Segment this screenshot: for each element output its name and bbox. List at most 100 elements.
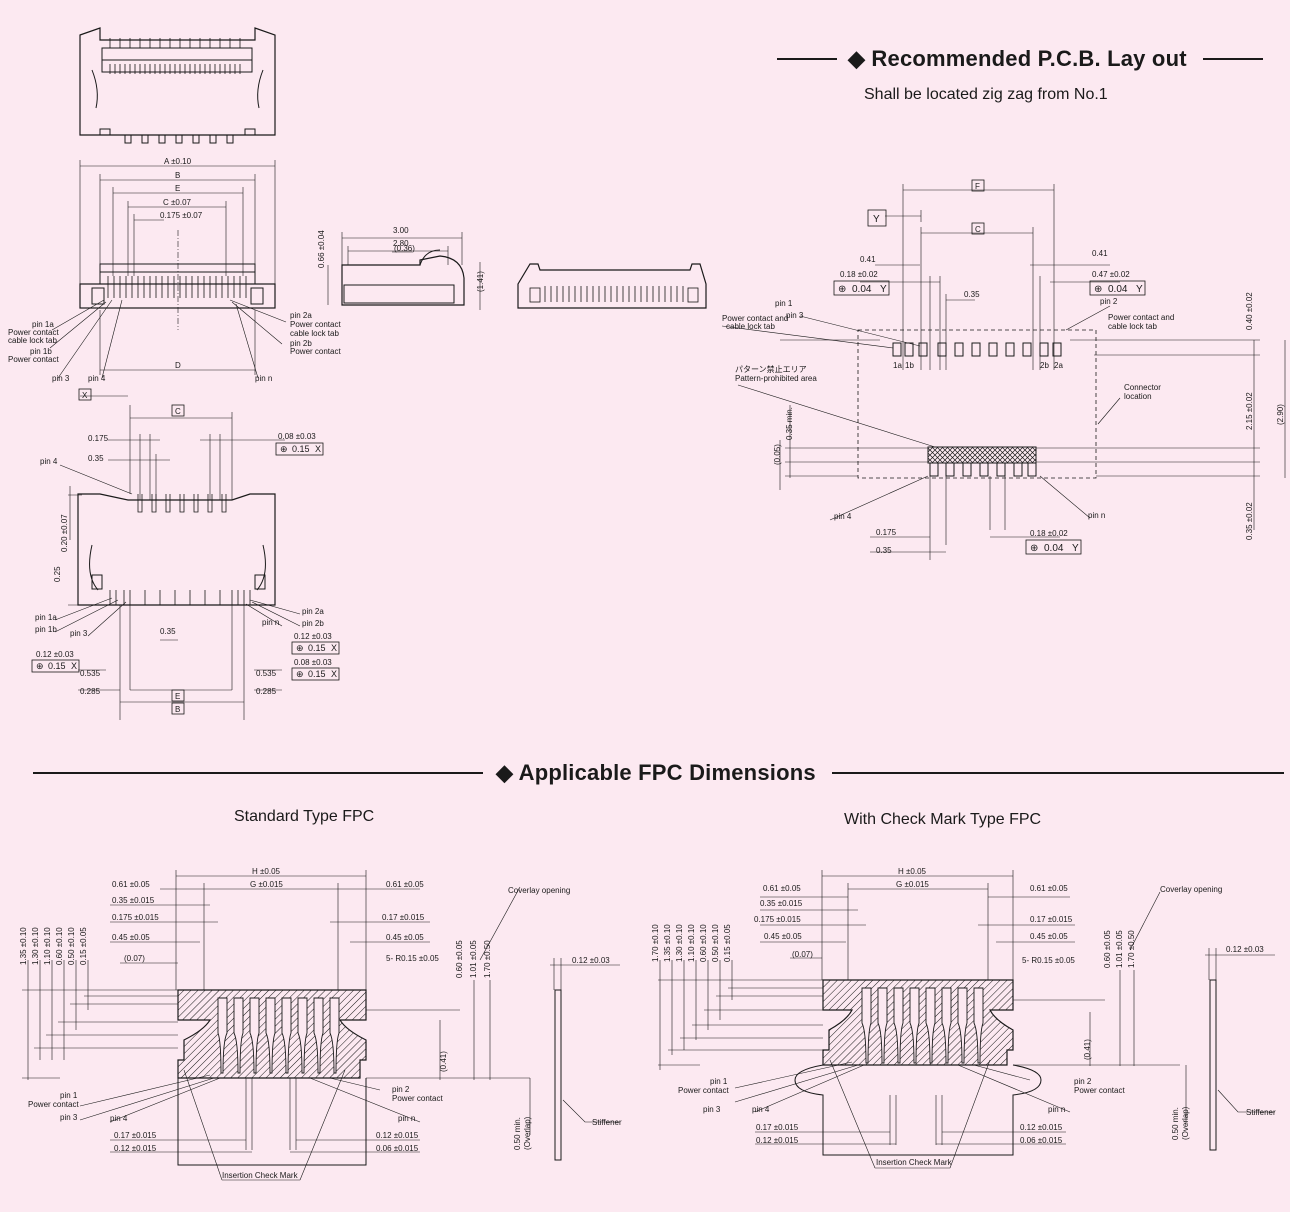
fpcc-v050: 0.50 ±0.10 xyxy=(711,924,720,962)
fpcs-br012: 0.12 ±0.015 xyxy=(376,1131,419,1140)
bv-r0285: 0.285 xyxy=(256,687,277,696)
pcb-lab-1a: 1a xyxy=(893,361,902,370)
bv-toll-pos: 0.15 xyxy=(48,661,66,671)
bv-tolr1-pos: 0.15 xyxy=(308,643,326,653)
fpc-title-rule-left xyxy=(33,772,483,774)
bv-pin4: pin 4 xyxy=(40,457,58,466)
fpcs-h: H ±0.05 xyxy=(252,867,281,876)
pcb-prohib-jp: パターン禁止エリア xyxy=(735,364,807,374)
pcb-041-right: 0.41 xyxy=(1092,249,1108,258)
dim-pitch: 0.175 ±0.07 xyxy=(160,211,203,220)
pcb-tol-right: 0.47 ±0.02 xyxy=(1092,270,1130,279)
connector-front-view xyxy=(49,160,287,379)
fpcc-g: G ±0.015 xyxy=(896,880,929,889)
fpcs-v050: 0.50 ±0.10 xyxy=(67,927,76,965)
bv-tol1: 0.08 ±0.03 xyxy=(278,432,316,441)
fpcs-overlap1: 0.50 min. xyxy=(513,1117,522,1150)
pcb-lab-2b: 2b xyxy=(1040,361,1049,370)
side-w3: (0.36) xyxy=(394,244,415,253)
bv-tol1-pos: 0.15 xyxy=(292,444,310,454)
fpcs-b012: 0.12 ±0.015 xyxy=(114,1144,157,1153)
bv-tolr2-icon: ⊕ xyxy=(296,669,304,679)
pcb-v035: 0.35 ±0.02 xyxy=(1245,502,1254,540)
fpcs-pin1: pin 1 xyxy=(60,1091,78,1100)
pcb-b035: 0.35 xyxy=(876,546,892,555)
dim-a: A ±0.10 xyxy=(164,157,192,166)
label-pin1a-desc2: cable lock tab xyxy=(8,336,57,345)
fpcc-pin3: pin 3 xyxy=(703,1105,721,1114)
fpc-title-rule-right xyxy=(832,772,1284,774)
pcb-pin3: pin 3 xyxy=(786,311,804,320)
fpcc-pin4: pin 4 xyxy=(752,1105,770,1114)
fpcs-t012: 0.12 ±0.03 xyxy=(572,956,610,965)
pcb-layout xyxy=(721,184,1286,560)
fpcc-rv170: 1.70 ±0.50 xyxy=(1127,930,1136,968)
fpcc-pin1: pin 1 xyxy=(710,1077,728,1086)
label-pin2a-desc1: Power contact xyxy=(290,320,341,329)
pcb-lab-2a: 2a xyxy=(1054,361,1063,370)
pcb-pc-left1: Power contact and xyxy=(722,314,788,323)
pcb-tol-left: 0.18 ±0.02 xyxy=(840,270,878,279)
fpc-checkmark-title: With Check Mark Type FPC xyxy=(844,811,1042,828)
fpcs-rv101: 1.01 ±0.05 xyxy=(469,940,478,978)
dim-b: B xyxy=(175,171,180,180)
fpcs-rv170: 1.70 ±0.50 xyxy=(483,940,492,978)
connector-side-view xyxy=(327,232,481,310)
fpcc-br012: 0.12 ±0.015 xyxy=(1020,1123,1063,1132)
fpcs-l007: (0.07) xyxy=(124,954,145,963)
pcb-pc-right2: cable lock tab xyxy=(1108,322,1157,331)
bv-l0285: 0.285 xyxy=(80,687,101,696)
fpcs-stiffener: Stiffener xyxy=(592,1118,622,1127)
label-pin4: pin 4 xyxy=(88,374,106,383)
pcb-tol-left-icon: ⊕ xyxy=(838,284,846,295)
bv-pin2a: pin 2a xyxy=(302,607,324,616)
pcb-035: 0.35 xyxy=(964,290,980,299)
fpc-standard-drawing xyxy=(22,870,620,1181)
pcb-tol-right-ref: Y xyxy=(1136,284,1143,295)
fpcc-pinn: pin n xyxy=(1048,1105,1065,1114)
fpcs-l035: 0.35 ±0.015 xyxy=(112,896,155,905)
pcb-f: F xyxy=(975,182,980,191)
fpcc-coverlay: Coverlay opening xyxy=(1160,885,1222,894)
pcb-lab-1b: 1b xyxy=(905,361,914,370)
fpcc-pin2-desc: Power contact xyxy=(1074,1086,1125,1095)
fpcc-v170: 1.70 ±0.10 xyxy=(651,924,660,962)
bv-tolr1-ref: X xyxy=(331,643,337,653)
pcb-tol-right-pos: 0.04 xyxy=(1108,284,1128,295)
fpcs-v130: 1.30 ±0.10 xyxy=(31,927,40,965)
fpcc-v015: 0.15 ±0.05 xyxy=(723,924,732,962)
pcb-pc-left2: cable lock tab xyxy=(726,322,775,331)
fpcs-overlap2: (Overlap) xyxy=(523,1116,532,1150)
fpcs-coverlay: Coverlay opening xyxy=(508,886,570,895)
bv-tolr1-icon: ⊕ xyxy=(296,643,304,653)
fpcs-rv060: 0.60 ±0.05 xyxy=(455,940,464,978)
bv-pin2b: pin 2b xyxy=(302,619,324,628)
bv-e: E xyxy=(175,692,180,701)
fpcs-pin2-desc: Power contact xyxy=(392,1094,443,1103)
bv-mid035: 0.35 xyxy=(160,627,176,636)
fpcc-br006: 0.06 ±0.015 xyxy=(1020,1136,1063,1145)
fpcs-v015: 0.15 ±0.05 xyxy=(79,927,88,965)
fpc-checkmark-drawing xyxy=(658,870,1275,1169)
pcb-tol-bottom-pos: 0.04 xyxy=(1044,543,1064,554)
fpcs-v060: 0.60 ±0.10 xyxy=(55,927,64,965)
label-pin2a-desc2: cable lock tab xyxy=(290,329,339,338)
fpcc-v130: 1.30 ±0.10 xyxy=(675,924,684,962)
bv-toll-icon: ⊕ xyxy=(36,661,44,671)
pcb-v215: 2.15 ±0.02 xyxy=(1245,392,1254,430)
pcb-tol-bottom: 0.18 ±0.02 xyxy=(1030,529,1068,538)
fpcc-rv101: 1.01 ±0.05 xyxy=(1115,930,1124,968)
pcb-tol-bottom-ref: Y xyxy=(1072,543,1079,554)
label-pinn: pin n xyxy=(255,374,272,383)
fpcc-r045: 0.45 ±0.05 xyxy=(1030,932,1068,941)
fpcc-r5r: 5- R0.15 ±0.05 xyxy=(1022,956,1075,965)
fpcc-l007: (0.07) xyxy=(792,950,813,959)
label-pin1a: pin 1a xyxy=(32,320,54,329)
fpcs-g: G ±0.015 xyxy=(250,880,283,889)
pcb-pinn: pin n xyxy=(1088,511,1105,520)
pcb-section-title: ◆ Recommended P.C.B. Lay out xyxy=(848,46,1187,71)
fpcc-stiffener: Stiffener xyxy=(1246,1108,1276,1117)
bv-toll-ref: X xyxy=(71,661,77,671)
fpcc-v110: 1.10 ±0.10 xyxy=(687,924,696,962)
bv-tol1-icon: ⊕ xyxy=(280,444,288,454)
